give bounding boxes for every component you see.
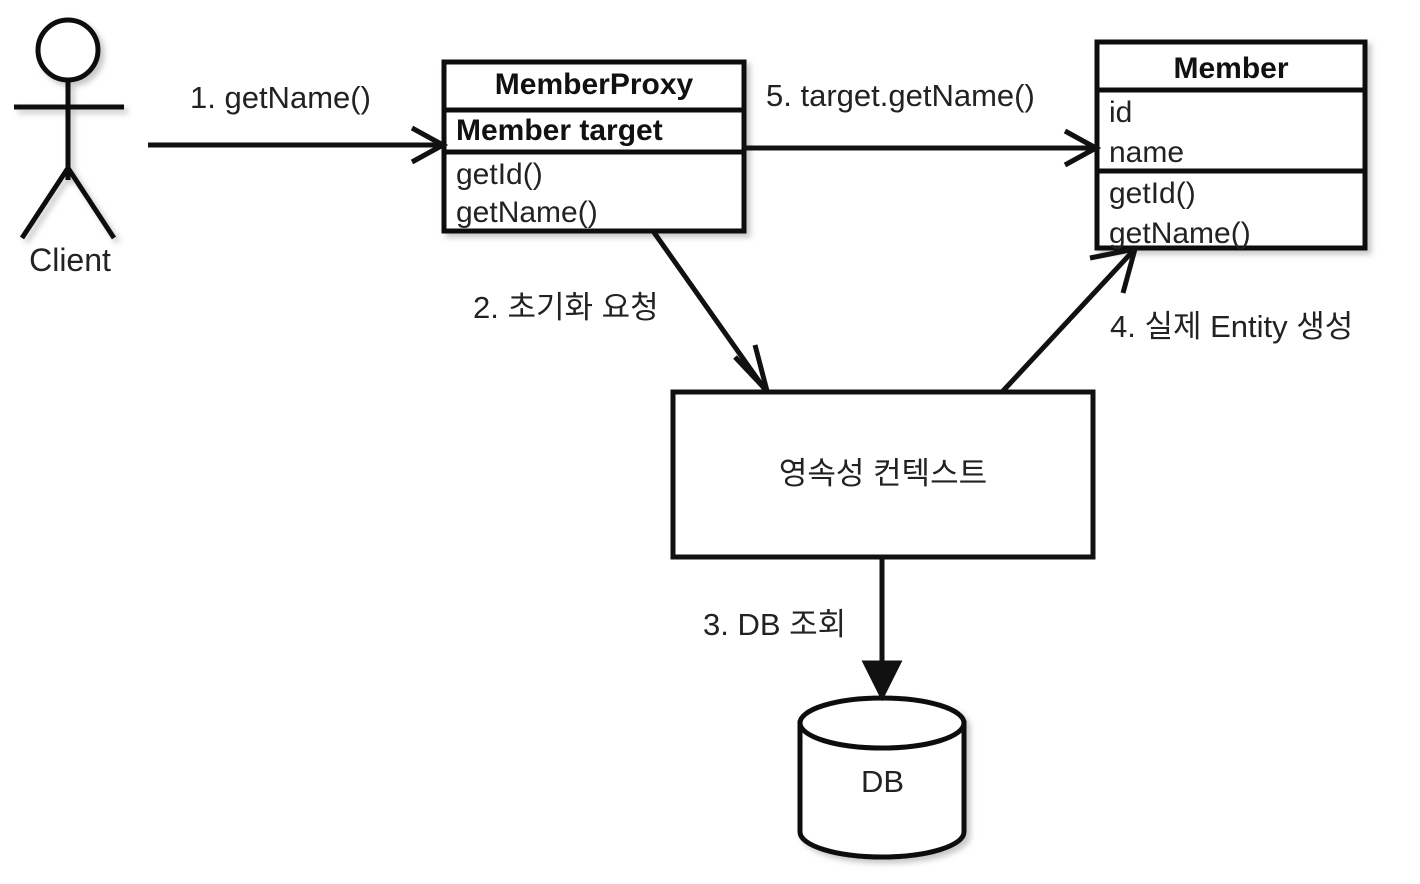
step-4-label: 4. 실제 Entity 생성 [1110, 309, 1354, 344]
arrow-step-2 [650, 229, 770, 393]
step-3-label: 3. DB 조회 [703, 607, 847, 642]
database-cylinder[interactable] [797, 695, 967, 860]
client-actor-figure [14, 17, 124, 240]
arrow-step-4 [1000, 245, 1139, 394]
persistence-context-box[interactable] [670, 389, 1096, 560]
member-operation-1: getName() [1109, 217, 1251, 250]
member-class-box[interactable] [1094, 39, 1368, 251]
member-proxy-operation-1: getName() [456, 196, 598, 229]
arrow-step-3 [861, 557, 903, 702]
member-title: Member [1173, 52, 1289, 85]
member-attribute-0: id [1109, 96, 1133, 129]
member-proxy-title: MemberProxy [494, 68, 694, 101]
member-proxy-attribute-0: Member target [456, 114, 663, 147]
client-actor-label: Client [29, 242, 111, 278]
member-attribute-1: name [1109, 136, 1185, 169]
step-1-label: 1. getName() [190, 80, 371, 115]
step-5-label: 5. target.getName() [766, 78, 1035, 113]
member-proxy-operation-0: getId() [456, 158, 543, 191]
arrow-step-1 [148, 125, 449, 165]
step-2-label: 2. 초기화 요청 [473, 290, 659, 325]
member-operation-0: getId() [1109, 177, 1196, 210]
persistence-context-label: 영속성 컨텍스트 [778, 456, 988, 491]
arrow-step-5 [744, 128, 1102, 168]
database-label: DB [860, 764, 905, 799]
